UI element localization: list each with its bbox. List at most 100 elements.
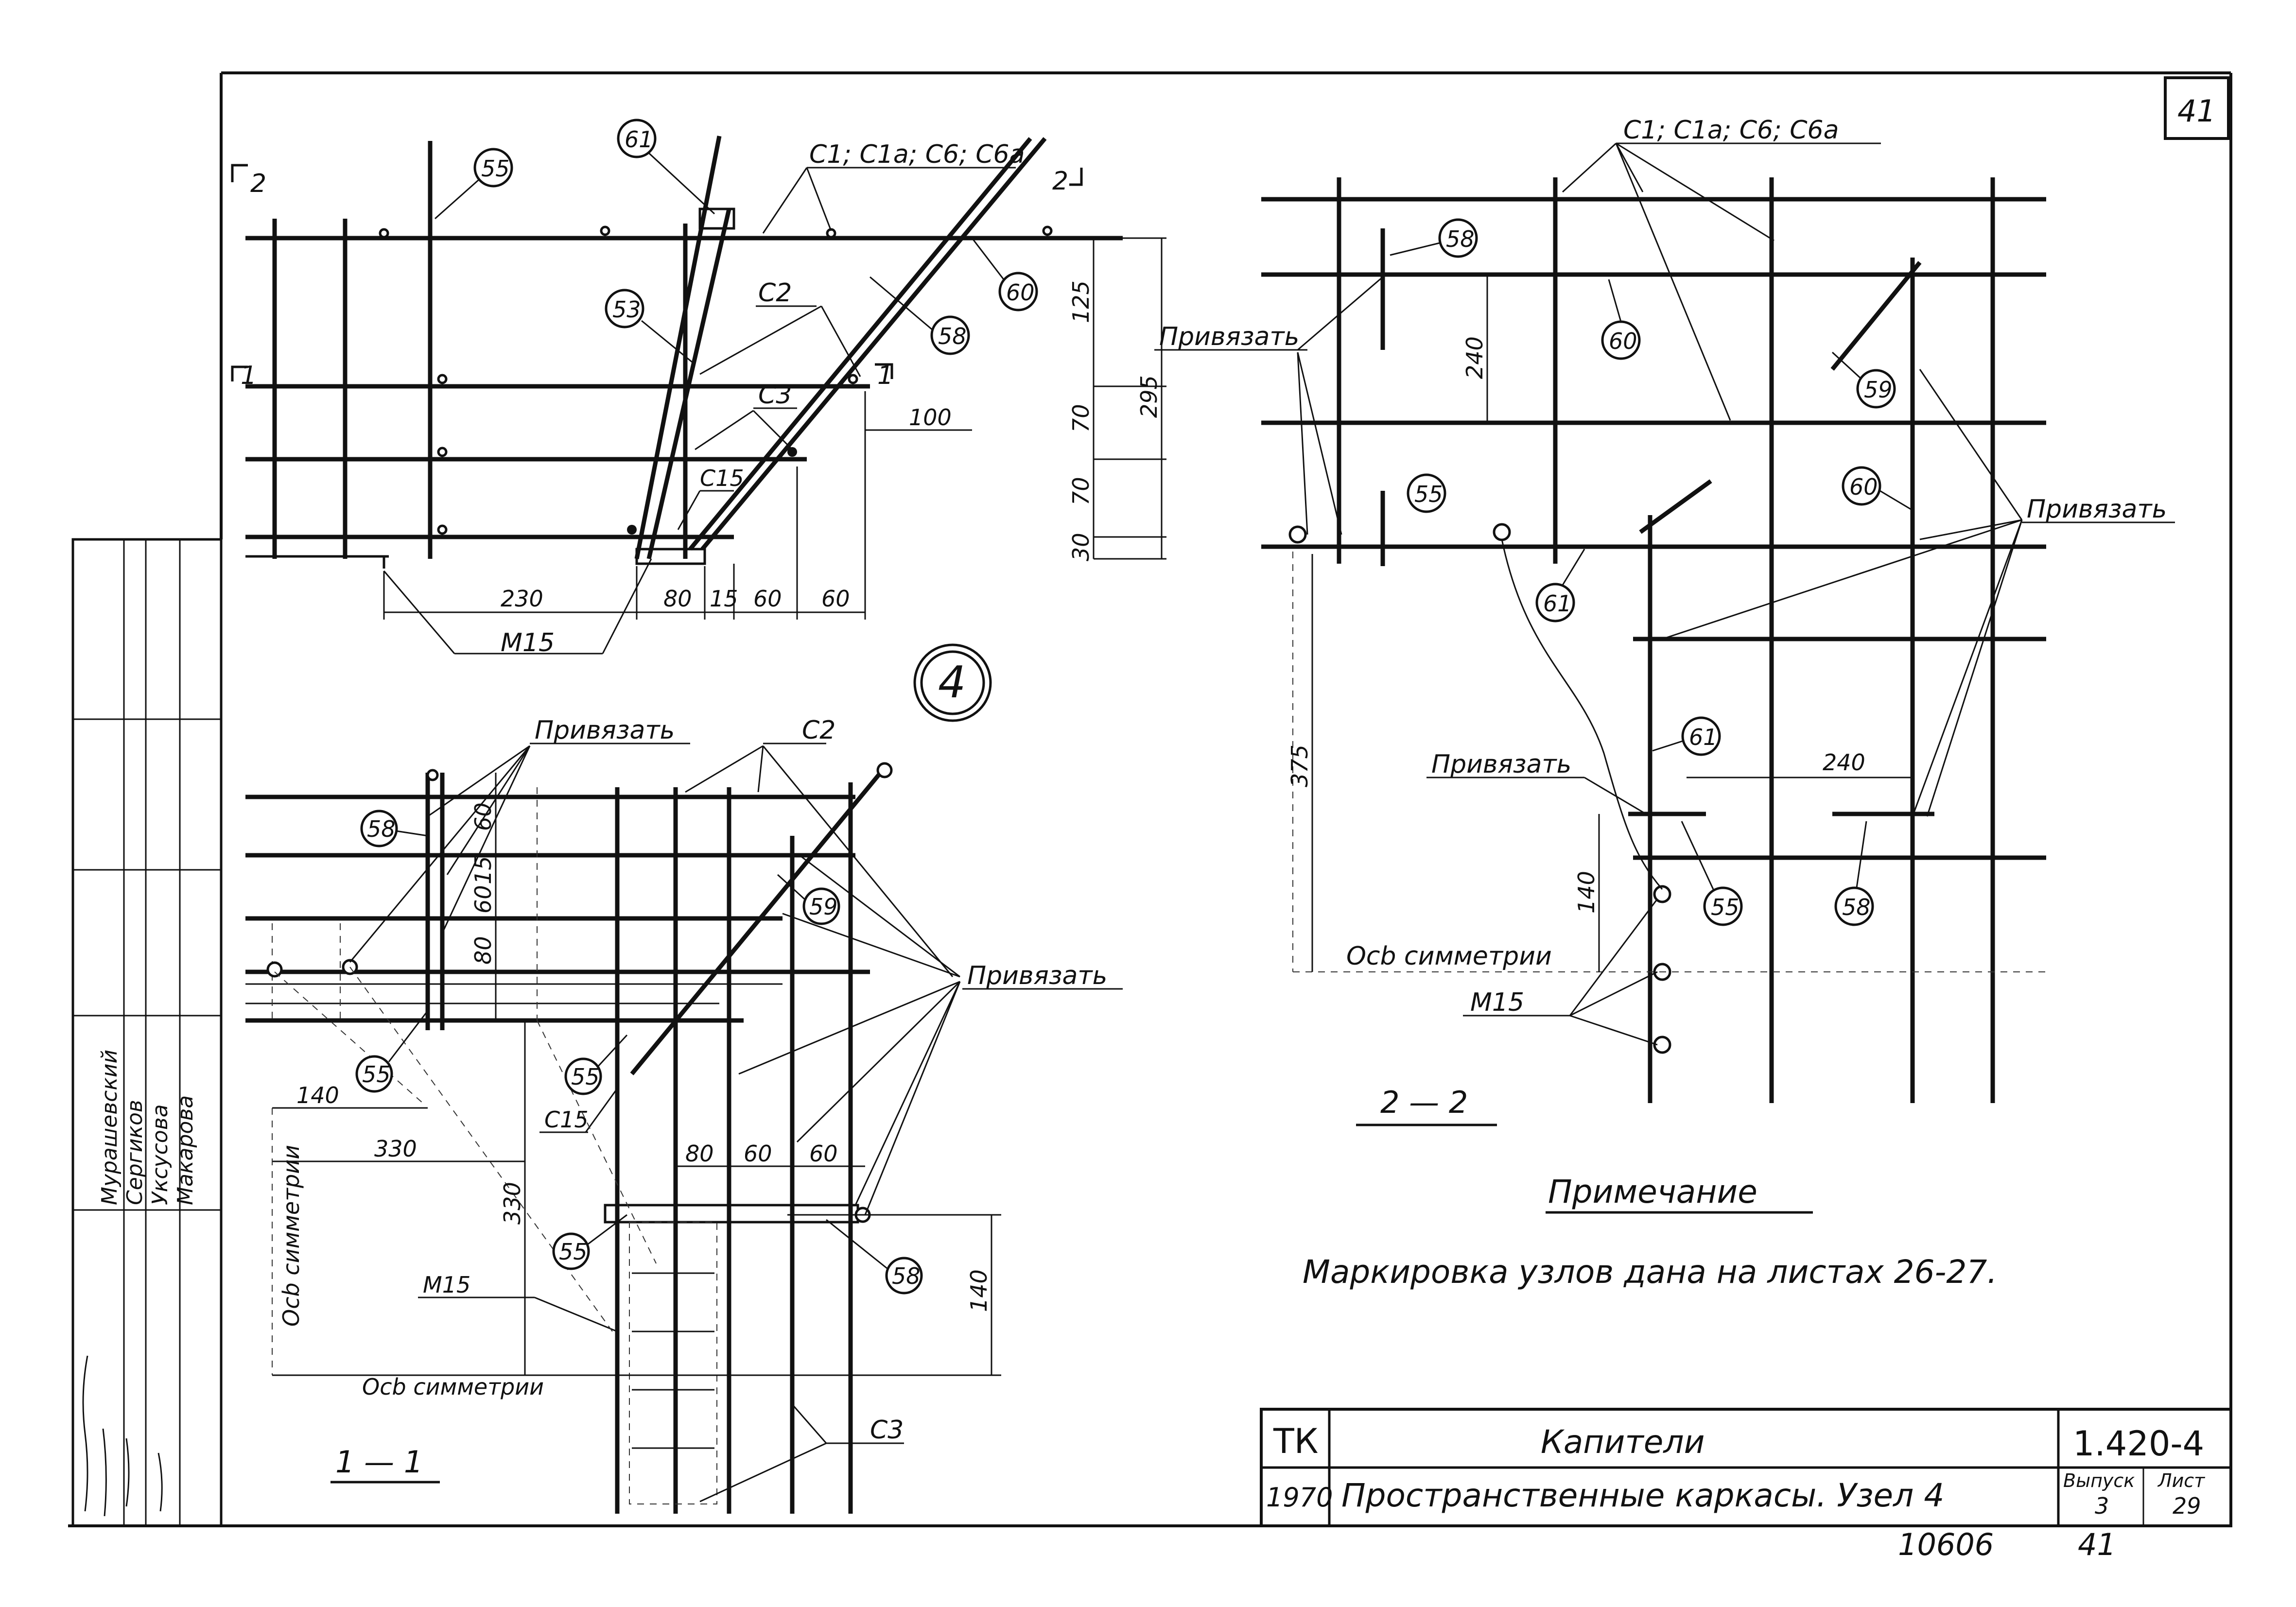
dim-2-2-240h: 240 [1823,749,1865,776]
dim-295: 295 [1136,375,1162,418]
dim-1-1-330h: 330 [374,1136,417,1162]
dim-125: 125 [1068,280,1094,323]
dim-1-1-60a: 60 [470,802,496,831]
label-axis-2-2: Осb симметрии [1346,942,1552,971]
label-tie-right-1-1: Привязать [967,961,1107,990]
callout-61-2-2-b: 61 [1689,724,1718,750]
dim-1-1-60c: 60 [744,1140,772,1167]
callout-60-2-2-a: 60 [1609,328,1637,354]
node-title: 4 [913,643,992,722]
section-mark-1-left: 1 [241,361,257,390]
node-title-number: 4 [938,657,966,708]
title-series: 1.420-4 [2073,1424,2204,1464]
callout-58-1-1-a: 58 [367,816,396,842]
dim-1-1-80: 80 [470,936,496,965]
dim-70a: 70 [1068,404,1094,432]
stamp-name-3: Уксусова [148,1104,173,1205]
label-c3-top: С3 [758,380,792,410]
title-main: Капители [1541,1423,1705,1461]
callout-55-2-2-a: 55 [1414,481,1443,507]
sheet-corner-number: 41 [2177,93,2216,129]
callout-55-top: 55 [481,156,510,182]
label-c15-top: С15 [700,465,744,491]
side-stamp: Мурашевский Сергиков Уксусова Макарова [71,538,223,1527]
title-sheet-label: Лист [2157,1470,2206,1491]
title-issue-label: Выпуск [2063,1470,2135,1491]
dim-2-2-240v: 240 [1461,336,1488,379]
diagonal-bar-58 [700,137,1047,551]
dim-80: 80 [663,586,692,612]
view-1-1: Привязать С2 Привязать С15 М15 С3 58 [245,716,1123,1514]
callout-58-top: 58 [938,323,967,349]
label-axis-left-1-1: Осb симметрии [278,1145,304,1327]
label-c1-group-2-2: С1; С1а; С6; С6а [1623,116,1839,145]
note-heading: Примечание [1548,1173,1757,1210]
bottom-number-2: 41 [2078,1527,2116,1562]
section-title-2-2: 2 — 2 [1380,1085,1468,1120]
dim-60a: 60 [753,586,782,612]
callout-58-2-2-a: 58 [1446,226,1475,252]
title-sheet-value: 29 [2173,1493,2201,1519]
dim-1-1-330v: 330 [499,1182,525,1225]
title-block: ТК 1970 Капители Пространственные каркас… [1260,1408,2232,1527]
label-tie-right-2-2: Привязать [2027,495,2167,524]
callout-61-top: 61 [625,126,653,153]
title-sub: Пространственные каркасы. Узел 4 [1341,1477,1944,1514]
label-axis-bottom-1-1: Осb симметрии [362,1374,544,1400]
dim-1-1-140: 140 [296,1082,339,1108]
label-c15-1-1: С15 [544,1106,589,1133]
dim-70b: 70 [1068,477,1094,505]
callout-60-2-2-b: 60 [1849,474,1878,500]
label-c2-1-1: С2 [802,716,835,745]
dim-1-1-60b: 60 [470,885,496,914]
callout-58-1-1-b: 58 [892,1263,921,1289]
label-c2-top: С2 [758,278,792,308]
dim-1-1-140v: 140 [966,1269,992,1312]
label-c1-group: С1; С1а; С6; С6а [809,140,1025,169]
inclined-bar-61 [634,136,722,559]
stamp-name-4: Макарова [173,1095,198,1205]
callout-55-2-2-b: 55 [1711,894,1739,920]
dim-100: 100 [909,404,952,431]
label-m15-1-1: М15 [423,1272,470,1298]
dim-30: 30 [1068,533,1094,561]
label-m15-top: М15 [501,628,555,657]
callout-61-2-2-a: 61 [1543,590,1572,617]
dim-1-1-60d: 60 [809,1140,838,1167]
dim-60b: 60 [821,586,850,612]
section-title-1-1: 1 — 1 [335,1444,423,1480]
dim-1-1-80b: 80 [685,1140,714,1167]
label-tie-left-2-2: Привязать [1159,322,1299,351]
dim-1-1-15: 15 [470,856,496,884]
dim-2-2-140: 140 [1573,871,1600,914]
callout-58-2-2-b: 58 [1842,894,1871,920]
callout-60-top: 60 [1006,279,1035,306]
callout-59-1-1: 59 [809,894,838,920]
note-text: Маркировка узлов дана на листах 26-27. [1303,1253,1997,1291]
note-block: Примечание Маркировка узлов дана на лист… [1303,1173,1997,1291]
callout-53-top: 53 [612,296,641,323]
callout-55-1-1-b: 55 [571,1064,600,1090]
title-issue-value: 3 [2095,1493,2109,1519]
stamp-name-1: Мурашевский [97,1050,122,1205]
title-org: ТК [1273,1421,1318,1461]
section-mark-1-right: 1 [877,361,893,390]
callout-55-1-1-a: 55 [362,1061,391,1088]
dim-15: 15 [710,586,738,612]
label-tie-mid-2-2: Привязать [1431,750,1571,779]
title-year: 1970 [1266,1482,1333,1513]
dim-230: 230 [501,586,543,612]
stamp-name-2: Сергиков [122,1100,147,1205]
callout-59-2-2: 59 [1864,377,1893,403]
section-mark-2-right: 2 [1052,167,1068,196]
sheet-frame: 41 [68,71,2232,1527]
label-m15-2-2: М15 [1470,988,1524,1017]
section-mark-2-left: 2 [250,169,266,198]
view-2-2: С1; С1а; С6; С6а Привязать Привязать При… [1154,116,2175,1126]
callout-55-1-1-c: 55 [559,1239,588,1265]
label-tie-top-1-1: Привязать [535,716,675,745]
label-c3-1-1: С3 [870,1416,904,1445]
view-top: 2 2 1 1 С1; С1а; С6; С6а С2 С3 С15 М15 6… [231,119,1166,657]
bottom-number-1: 10606 [1898,1527,1994,1562]
